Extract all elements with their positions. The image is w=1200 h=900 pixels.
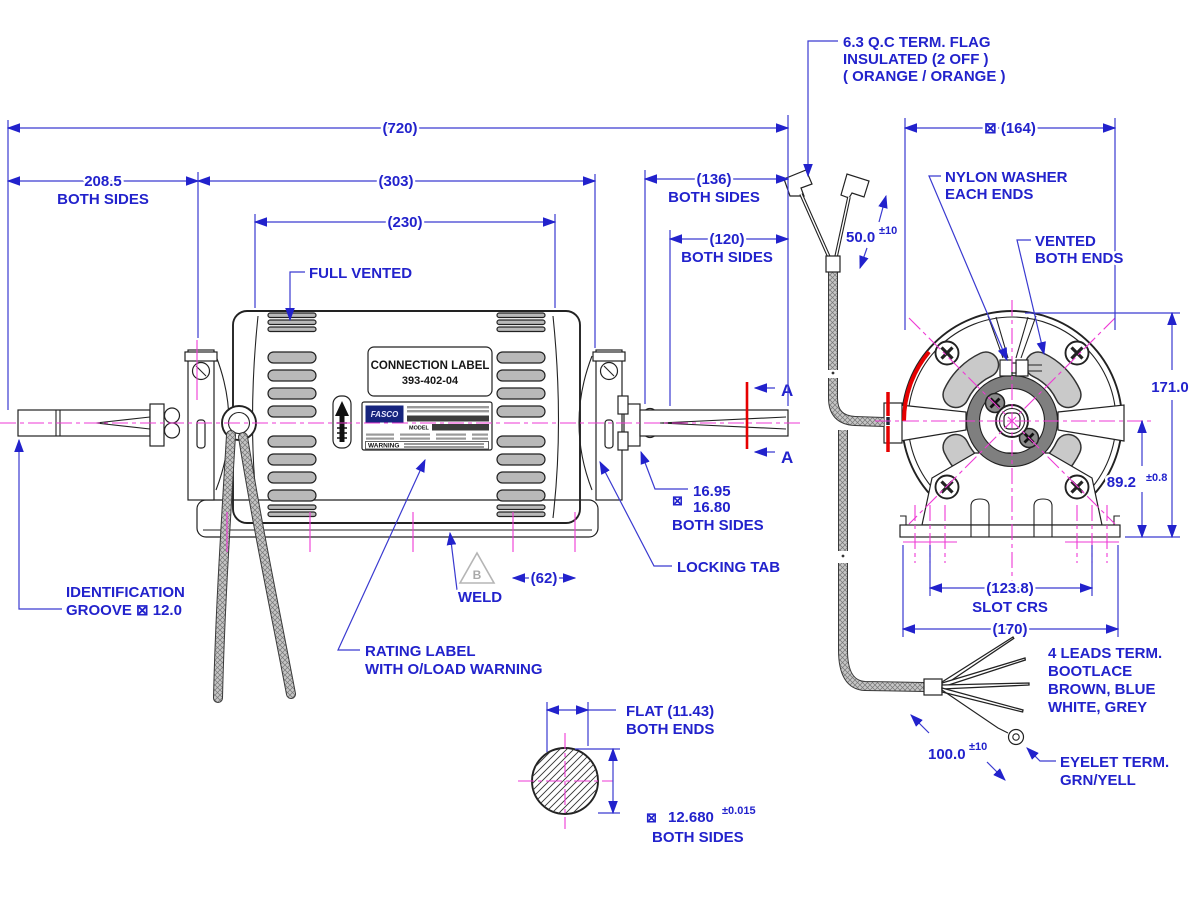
note-id-1: IDENTIFICATION <box>66 584 185 601</box>
note-locking-tab: LOCKING TAB <box>677 559 780 576</box>
dim-1680: 16.80 <box>693 499 731 516</box>
dim-164: ⊠ (164) <box>984 120 1036 137</box>
note-id-2: GROOVE ⊠ 12.0 <box>66 602 182 619</box>
section-marks: A A <box>745 379 796 470</box>
dim-50: 50.0 <box>846 229 875 246</box>
connection-label: CONNECTION LABEL 393-402-04 <box>367 346 493 397</box>
dim-1695-sym: ⊠ <box>672 493 683 508</box>
section-a-bottom: A <box>781 448 793 467</box>
note-nylon-2: EACH ENDS <box>945 186 1033 203</box>
note-qc-2: INSULATED (2 OFF ) <box>843 51 989 68</box>
dim-208-note: BOTH SIDES <box>57 191 149 208</box>
dim-123: (123.8) <box>986 580 1034 597</box>
note-full-vented: FULL VENTED <box>309 265 412 282</box>
dim-171: 171.0 <box>1151 379 1189 396</box>
note-qc-3: ( ORANGE / ORANGE ) <box>843 68 1006 85</box>
corner-screws <box>934 340 1090 500</box>
warning-row-label: WARNING <box>368 443 399 450</box>
fasco-logo <box>365 405 404 423</box>
dim-89: 89.2 <box>1107 474 1136 491</box>
note-vented-1: VENTED <box>1035 233 1096 250</box>
side-cables <box>213 430 296 703</box>
section-a-top: A <box>781 381 793 400</box>
note-weld: WELD <box>458 589 502 606</box>
dim-136-note: BOTH SIDES <box>668 189 760 206</box>
note-leads-2: BOOTLACE <box>1048 663 1132 680</box>
left-end-bracket <box>184 349 218 501</box>
connection-label-title: CONNECTION LABEL <box>371 360 490 372</box>
model-row-label: MODEL <box>409 426 430 432</box>
dim-flat-note: BOTH ENDS <box>626 721 714 738</box>
note-eyelet-1: EYELET TERM. <box>1060 754 1169 771</box>
dim-123-label: SLOT CRS <box>972 599 1048 616</box>
left-shaft <box>17 403 181 447</box>
dim-100-tol: ±10 <box>969 741 987 753</box>
dim-208: 208.5 <box>84 173 122 190</box>
notes: FULL VENTED 6.3 Q.C TERM. FLAG INSULATED… <box>14 32 1172 792</box>
dim-170: (170) <box>992 621 1027 638</box>
dim-720: (720) <box>382 120 417 137</box>
qc-terminals <box>999 359 1042 377</box>
note-leads-4: WHITE, GREY <box>1048 699 1147 716</box>
note-leads-1: 4 LEADS TERM. <box>1048 645 1162 662</box>
note-qc-1: 6.3 Q.C TERM. FLAG <box>843 34 991 51</box>
connection-label-number: 393-402-04 <box>402 375 459 387</box>
dim-100: 100.0 <box>928 746 966 763</box>
rotation-arrow-label <box>332 395 352 449</box>
side-view: CONNECTION LABEL 393-402-04 FASCO MODEL … <box>17 310 789 703</box>
weld-symbol-letter: B <box>473 568 482 582</box>
dim-12680-sym: ⊠ <box>646 810 657 825</box>
dim-136: (136) <box>696 171 731 188</box>
terminal-flags <box>783 169 870 273</box>
dim-12680: 12.680 <box>668 809 714 826</box>
dim-120: (120) <box>709 231 744 248</box>
dim-1695: 16.95 <box>693 483 731 500</box>
note-rating-1: RATING LABEL <box>365 643 476 660</box>
right-shaft <box>623 403 789 447</box>
dim-230: (230) <box>387 214 422 231</box>
rating-label: FASCO MODEL WARNING <box>361 401 493 451</box>
dim-120-note: BOTH SIDES <box>681 249 773 266</box>
dim-flat: FLAT (11.43) <box>626 703 714 720</box>
dim-1695-note: BOTH SIDES <box>672 517 764 534</box>
fasco-logo-text: FASCO <box>371 410 399 419</box>
dim-89-tol: ±0.8 <box>1146 472 1167 484</box>
note-nylon-1: NYLON WASHER <box>945 169 1068 186</box>
right-end-bracket <box>592 349 629 501</box>
centerlines <box>0 300 1155 829</box>
dim-50-tol: ±10 <box>879 225 897 237</box>
dim-12680-note: BOTH SIDES <box>652 829 744 846</box>
note-rating-2: WITH O/LOAD WARNING <box>365 661 542 678</box>
dim-62: (62) <box>531 570 558 587</box>
dimensions: (720) 208.5 BOTH SIDES (303) (230) (136)… <box>6 115 1191 849</box>
note-eyelet-2: GRN/YELL <box>1060 772 1136 789</box>
note-vented-2: BOTH ENDS <box>1035 250 1123 267</box>
note-leads-3: BROWN, BLUE <box>1048 681 1156 698</box>
dim-303: (303) <box>378 173 413 190</box>
weld-symbol: B <box>458 551 496 584</box>
end-view-cable <box>828 272 943 696</box>
lead-wires <box>941 636 1030 746</box>
vent-slots <box>267 312 546 518</box>
dim-12680-tol: ±0.015 <box>722 805 756 817</box>
